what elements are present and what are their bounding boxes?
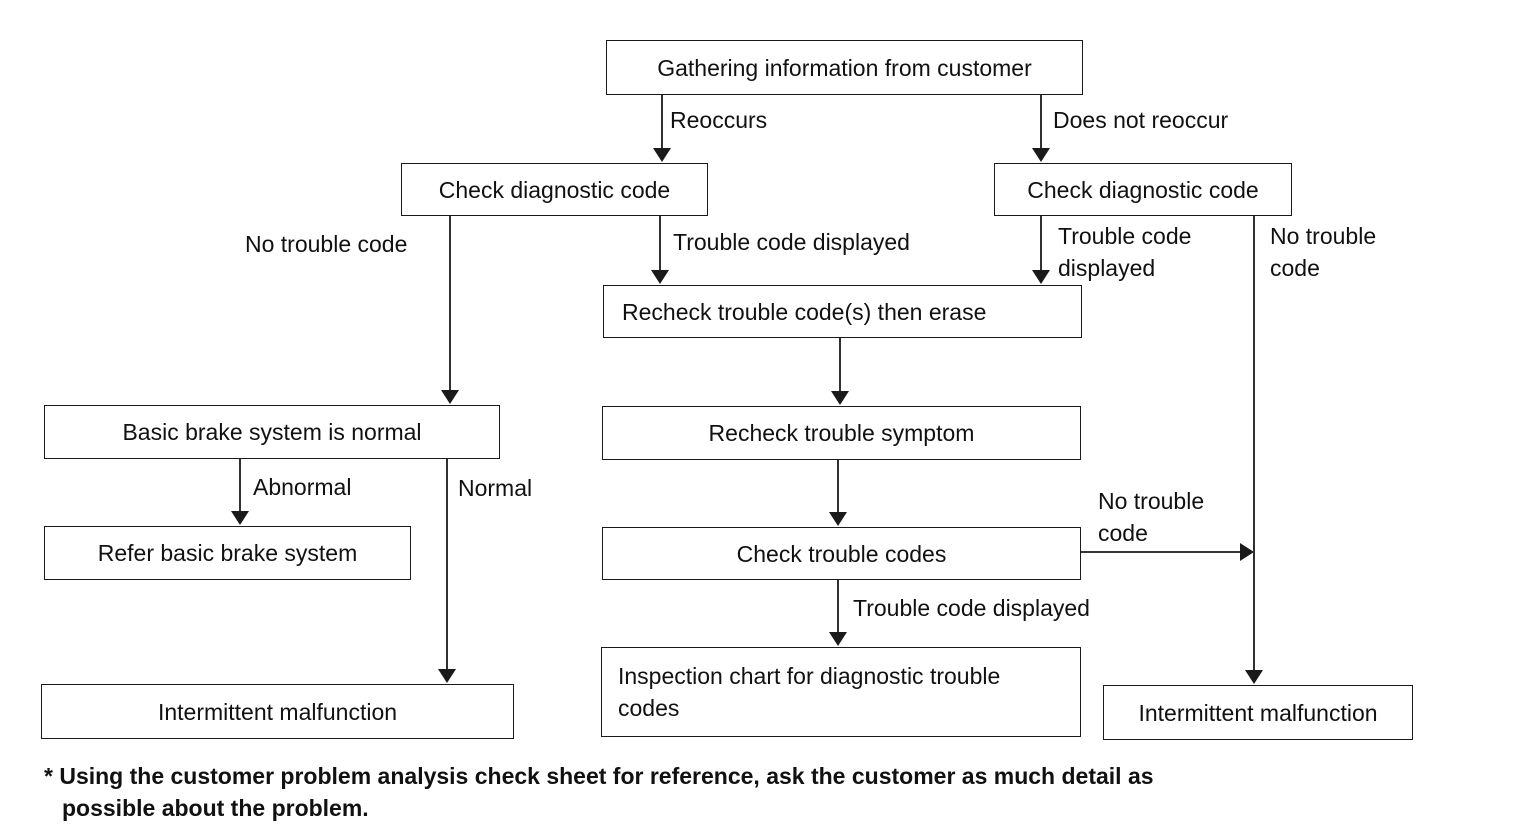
label-trouble-code-displayed-mid: Trouble code displayed — [673, 229, 910, 255]
recheck-symptom-box: Recheck trouble symptom — [602, 406, 1081, 460]
arrowhead-reoccurs — [653, 148, 671, 162]
label-no-trouble-code-right-l2: code — [1270, 255, 1320, 281]
intermittent-malfunction-left-box: Intermittent malfunction — [41, 684, 514, 739]
inspection-chart-line2: codes — [618, 695, 680, 721]
label-no-trouble-code-mid-l2: code — [1098, 520, 1148, 546]
arrowhead-trouble-code-displayed-mid — [651, 270, 669, 284]
arrowhead-trouble-code-displayed-right — [1032, 270, 1050, 284]
check-trouble-codes-box: Check trouble codes — [602, 527, 1081, 580]
label-reoccurs: Reoccurs — [670, 107, 768, 133]
recheck-erase-box: Recheck trouble code(s) then erase — [603, 285, 1082, 338]
label-trouble-code-displayed-bottom: Trouble code displayed — [853, 595, 1090, 621]
footnote: * Using the customer problem analysis ch… — [44, 760, 1384, 824]
gather-info-box: Gathering information from customer — [606, 40, 1083, 95]
arrowhead-abnormal — [231, 511, 249, 525]
label-no-trouble-code-right-l1: No trouble — [1270, 223, 1377, 249]
intermittent-malfunction-right-box: Intermittent malfunction — [1103, 685, 1413, 740]
label-does-not-reoccur: Does not reoccur — [1053, 107, 1229, 133]
arrowhead-no-trouble-code-left — [441, 390, 459, 404]
label-normal: Normal — [458, 475, 533, 501]
check-diagnostic-code-right-box: Check diagnostic code — [994, 163, 1292, 216]
arrowhead-erase-to-symptom — [831, 391, 849, 405]
arrowhead-no-trouble-code-mid — [1240, 543, 1254, 561]
arrowhead-normal — [438, 669, 456, 683]
footnote-line1: * Using the customer problem analysis ch… — [44, 763, 1154, 789]
arrowhead-symptom-to-codes — [829, 512, 847, 526]
arrowhead-trouble-code-displayed-bottom — [829, 632, 847, 646]
arrowhead-does-not-reoccur — [1032, 148, 1050, 162]
refer-basic-brake-box: Refer basic brake system — [44, 526, 411, 580]
inspection-chart-box: Inspection chart for diagnostic trouble … — [601, 647, 1081, 737]
check-diagnostic-code-left-box: Check diagnostic code — [401, 163, 708, 216]
label-trouble-code-right-l1: Trouble code — [1058, 223, 1192, 249]
label-abnormal: Abnormal — [253, 474, 352, 500]
label-no-trouble-code-mid-l1: No trouble — [1098, 488, 1205, 514]
inspection-chart-line1: Inspection chart for diagnostic trouble — [618, 663, 1001, 689]
footnote-line2: possible about the problem. — [62, 795, 369, 821]
basic-brake-normal-box: Basic brake system is normal — [44, 405, 500, 459]
arrowhead-no-trouble-code-right — [1245, 670, 1263, 684]
label-no-trouble-code-left: No trouble code — [245, 231, 408, 257]
label-trouble-code-right-l2: displayed — [1058, 255, 1156, 281]
